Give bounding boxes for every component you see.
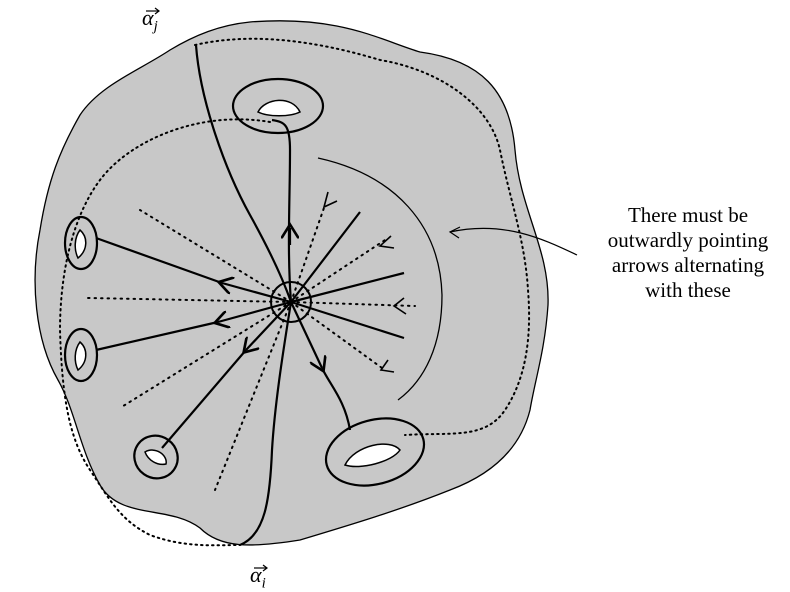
annotation-bracket [317,157,443,401]
handle-left-upper [63,215,99,271]
annotation-leader-arrowhead [448,226,461,239]
handle-top [231,77,325,135]
annotation-line: outwardly pointing [607,228,769,252]
alpha-j-curve [194,44,293,303]
dotted-boundary-curve-left [58,118,271,547]
annotation-line: There must be [627,203,749,227]
annotation-leader [449,227,578,256]
annotation-line: arrows alternating [611,253,765,277]
solid-rays [290,211,405,340]
curves-to-handles [95,118,352,449]
annotation-line: with these [645,278,731,302]
inward-arrowheads [322,191,407,373]
handle-bottom-right [324,417,426,487]
label-alpha-j: ⃗ αj [142,5,158,35]
annotation-text: There must be outwardly pointing arrows … [588,203,788,303]
handle-left-lower [63,327,99,383]
label-alpha-i: αi [250,562,266,592]
alpha-i-curve [239,301,293,547]
